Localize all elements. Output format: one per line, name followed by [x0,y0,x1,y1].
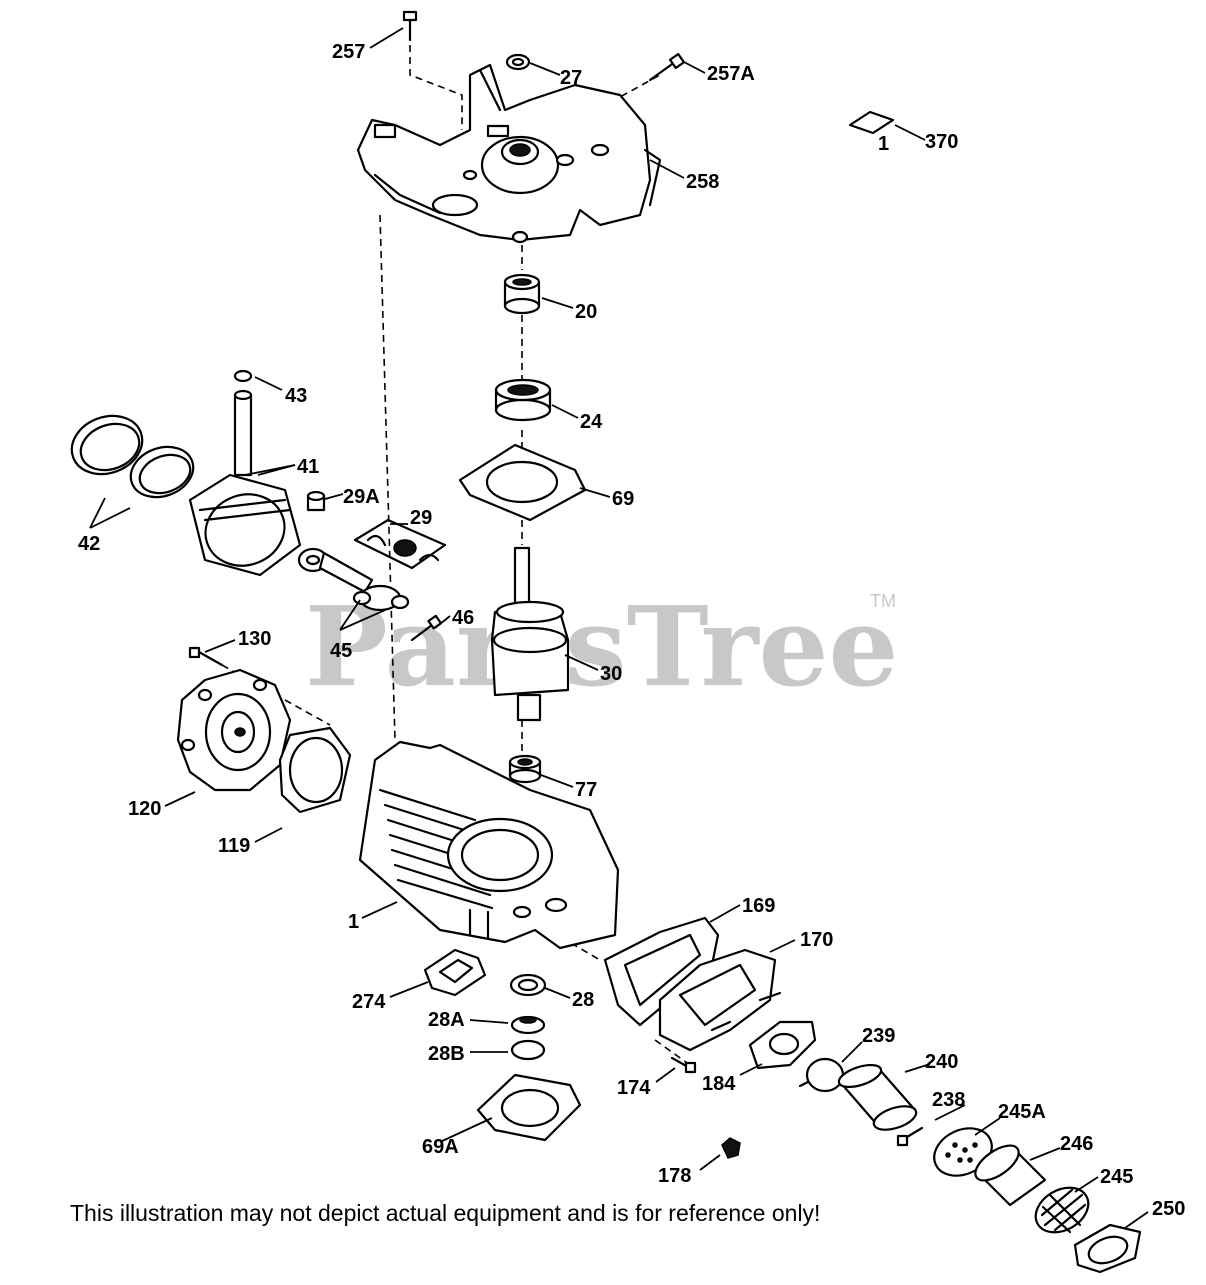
label-184: 184 [702,1073,736,1095]
gasket-184-part [748,1020,817,1070]
piston-41-part [188,473,302,577]
seal-28-part [509,973,547,997]
label-119: 119 [218,835,250,857]
label-245: 245 [1100,1166,1133,1188]
label-28A: 28A [428,1009,465,1031]
screen-245A-part [933,1127,993,1177]
cover-250-part [1073,1223,1142,1274]
label-250: 250 [1152,1198,1185,1220]
ring-28B-part [510,1039,546,1061]
screw-238-part [896,1126,924,1147]
decal-370-part [848,110,895,135]
part-labels: 257 27 257A 1 370 258 20 43 24 41 29A 29… [78,41,1185,1220]
label-130: 130 [238,628,271,650]
gasket-169-part [603,916,720,1027]
label-29A: 29A [343,486,380,508]
gasket-69A-part [476,1073,582,1142]
crankshaft-30-part [490,546,570,722]
label-24: 24 [580,411,603,433]
label-238: 238 [932,1089,965,1111]
watermark-trademark: TM [870,591,896,611]
label-77: 77 [575,779,597,801]
label-169: 169 [742,895,775,917]
label-45: 45 [330,640,352,662]
crankcase-cover-258-part [356,63,662,244]
screen-245-part [1034,1186,1090,1234]
piston-rings-42-part [70,414,195,499]
gasket-69-part [458,443,587,522]
label-29: 29 [410,507,432,529]
ball-bearing-24-part [494,378,552,422]
connecting-rod-45-part [297,547,410,612]
label-174: 174 [617,1077,651,1099]
screw-130-part [188,646,224,667]
filter-housing-240-part [837,1063,918,1131]
label-69: 69 [612,488,634,510]
label-370: 370 [925,131,958,153]
label-20: 20 [575,301,597,323]
label-120: 120 [128,798,161,820]
label-46: 46 [452,607,474,629]
seal-27-part [505,53,531,71]
foam-filter-246-part [974,1144,1047,1207]
label-42: 42 [78,533,100,555]
ring-28A-part [510,1015,546,1035]
label-239: 239 [862,1025,895,1047]
gasket-274-part [423,948,487,997]
bearing-20-part [503,273,541,315]
label-274: 274 [352,991,386,1013]
label-370-qty: 1 [878,133,889,155]
label-41: 41 [297,456,319,478]
plug-178-part [721,1137,741,1159]
label-170: 170 [800,929,833,951]
label-240: 240 [925,1051,958,1073]
leader-lines [89,27,1149,1229]
label-178: 178 [658,1165,691,1187]
clamp-239-part [798,1057,845,1093]
label-246: 246 [1060,1133,1093,1155]
cylinder-head-120-part [176,668,292,792]
label-1: 1 [348,911,359,933]
label-30: 30 [600,663,622,685]
reed-block-170-part [658,948,782,1052]
label-28: 28 [572,989,594,1011]
label-245A: 245A [998,1101,1046,1123]
label-27: 27 [560,67,582,89]
label-257A: 257A [707,63,755,85]
screw-257A-part [648,52,686,82]
label-258: 258 [686,171,719,193]
bearing-77-part [508,754,542,784]
needle-bearing-29A-part [306,490,326,512]
label-43: 43 [285,385,307,407]
screw-174-part [670,1056,697,1074]
screw-257-part [402,10,418,42]
wrist-pin-43-part [233,369,253,477]
gasket-119-part [278,726,352,814]
cylinder-block-1-part [358,740,620,950]
label-257: 257 [332,41,365,63]
bearing-set-29-part [353,518,447,570]
disclaimer-text: This illustration may not depict actual … [70,1200,821,1226]
label-28B: 28B [428,1043,465,1065]
label-69A: 69A [422,1136,459,1158]
